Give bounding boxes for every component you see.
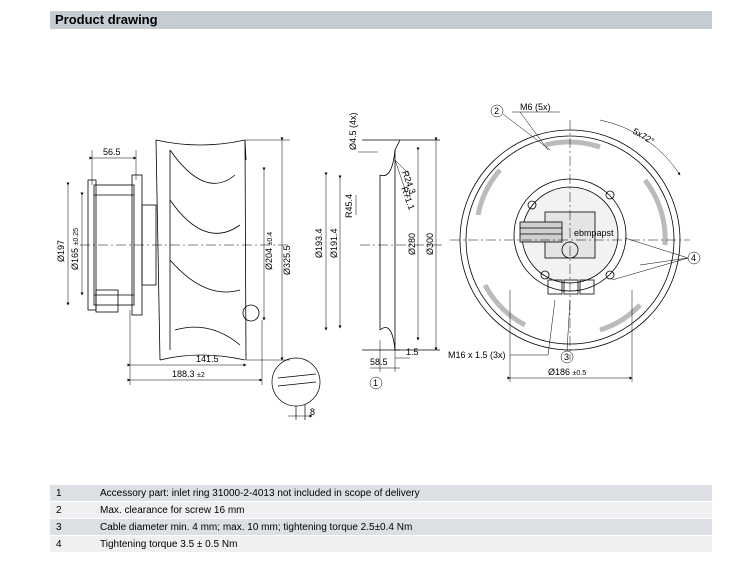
dim-141-5: 141.5 [196, 354, 219, 364]
side-view-dims [66, 137, 290, 385]
ring-view [360, 139, 445, 351]
dim-188-3: 188.3 ±2 [172, 369, 205, 379]
dim-56-5: 56.5 [103, 147, 121, 157]
front-view [450, 120, 690, 360]
note-row: 4 Tightening torque 3.5 ± 0.5 Nm [50, 536, 712, 553]
label-m6: M6 (5x) [520, 102, 551, 112]
dim-dia-186: Ø186 ±0.5 [548, 367, 586, 377]
notes-table: 1 Accessory part: inlet ring 31000-2-401… [50, 485, 712, 553]
note-row: 1 Accessory part: inlet ring 31000-2-401… [50, 485, 712, 502]
section-header: Product drawing [50, 11, 712, 29]
label-angle: 5x72° [631, 126, 656, 146]
product-drawing: 56.5 Ø197 Ø165 ±0.25 Ø204 ±0.4 Ø325.5 14… [56, 102, 701, 420]
label-m16: M16 x 1.5 (3x) [448, 350, 506, 360]
callout-1: 1 [373, 378, 378, 388]
ring-view-dims [324, 137, 438, 390]
note-row: 2 Max. clearance for screw 16 mm [50, 502, 712, 519]
dim-r45: R45.4 [344, 194, 354, 218]
note-text: Max. clearance for screw 16 mm [100, 504, 245, 516]
brand-mark: ebmpapst [574, 228, 614, 238]
front-view-dims [490, 104, 701, 382]
dim-1-5: 1.5 [406, 347, 419, 357]
dim-8: 8 [310, 407, 315, 417]
dim-dia-300: Ø300 [425, 233, 435, 255]
callout-4: 4 [691, 253, 696, 263]
note-num: 4 [56, 538, 62, 550]
side-view [80, 139, 290, 361]
note-text: Cable diameter min. 4 mm; max. 10 mm; ti… [100, 521, 413, 533]
note-num: 1 [56, 487, 62, 499]
note-num: 2 [56, 504, 62, 516]
dim-dia-204: Ø204 ±0.4 [264, 232, 274, 270]
dim-dia-193: Ø193.4 [314, 228, 324, 258]
dim-dia-325: Ø325.5 [282, 245, 292, 275]
dim-dia-165: Ø165 ±0.25 [70, 228, 80, 270]
dim-58-5: 58.5 [370, 357, 388, 367]
dim-dia-197: Ø197 [56, 240, 66, 262]
dim-dia-191: Ø191.4 [329, 228, 339, 258]
note-text: Tightening torque 3.5 ± 0.5 Nm [100, 538, 238, 550]
note-text: Accessory part: inlet ring 31000-2-4013 … [100, 487, 420, 499]
callout-2: 2 [494, 106, 499, 116]
dim-hole: Ø4.5 (4x) [348, 112, 358, 150]
dim-dia-280: Ø280 [407, 233, 417, 255]
section-title: Product drawing [55, 12, 158, 27]
callout-3: 3 [564, 352, 569, 362]
detail-view [271, 357, 321, 420]
note-row: 3 Cable diameter min. 4 mm; max. 10 mm; … [50, 519, 712, 536]
note-num: 3 [56, 521, 62, 533]
